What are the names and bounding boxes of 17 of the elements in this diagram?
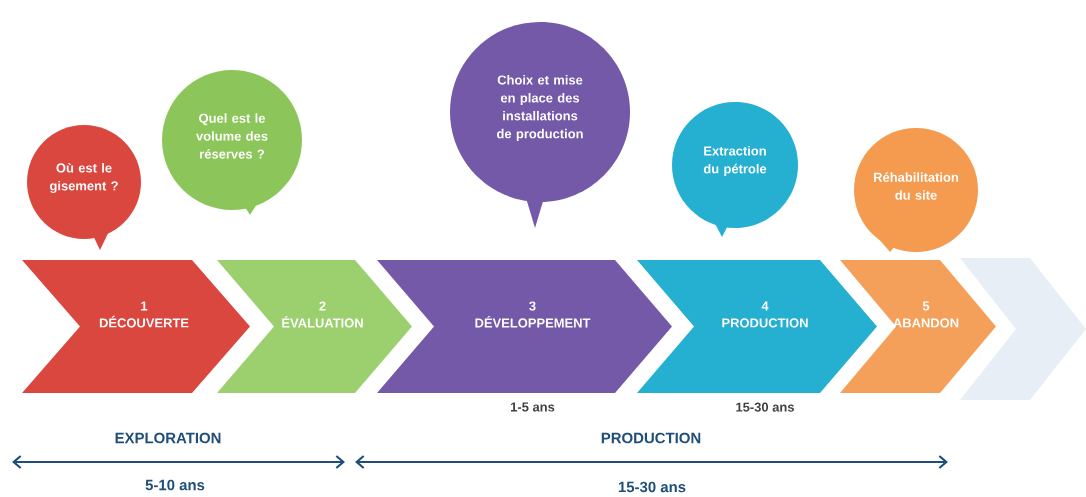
- duration-text: 5-10 ans: [145, 479, 205, 491]
- stage-block: 2 ÉVALUATION: [217, 260, 412, 393]
- faded-block: [960, 258, 1086, 400]
- duration-text: 15-30 ans: [618, 481, 686, 493]
- stage-block: 3 DÉVELOPPEMENT: [377, 260, 672, 393]
- speech-bubble: Quel est le volume des réserves ?: [162, 70, 302, 215]
- speech-bubble: Choix et mise en place des installations de production: [450, 22, 630, 228]
- stage-block: 1 DÉCOUVERTE: [22, 260, 250, 393]
- stage-block: 4 PRODUCTION: [637, 260, 877, 393]
- phase-title: EXPLORATION: [115, 432, 221, 444]
- stage-block: 5 ABANDON: [840, 260, 996, 393]
- speech-bubble: Extraction du pétrole: [672, 102, 798, 237]
- phase-title: PRODUCTION: [601, 432, 701, 444]
- duration-text: 1-5 ans: [511, 402, 555, 412]
- duration-text: 15-30 ans: [736, 402, 794, 412]
- speech-bubble: Réhabilitation du site: [854, 128, 978, 252]
- speech-bubble: Où est le gisement ?: [27, 125, 141, 250]
